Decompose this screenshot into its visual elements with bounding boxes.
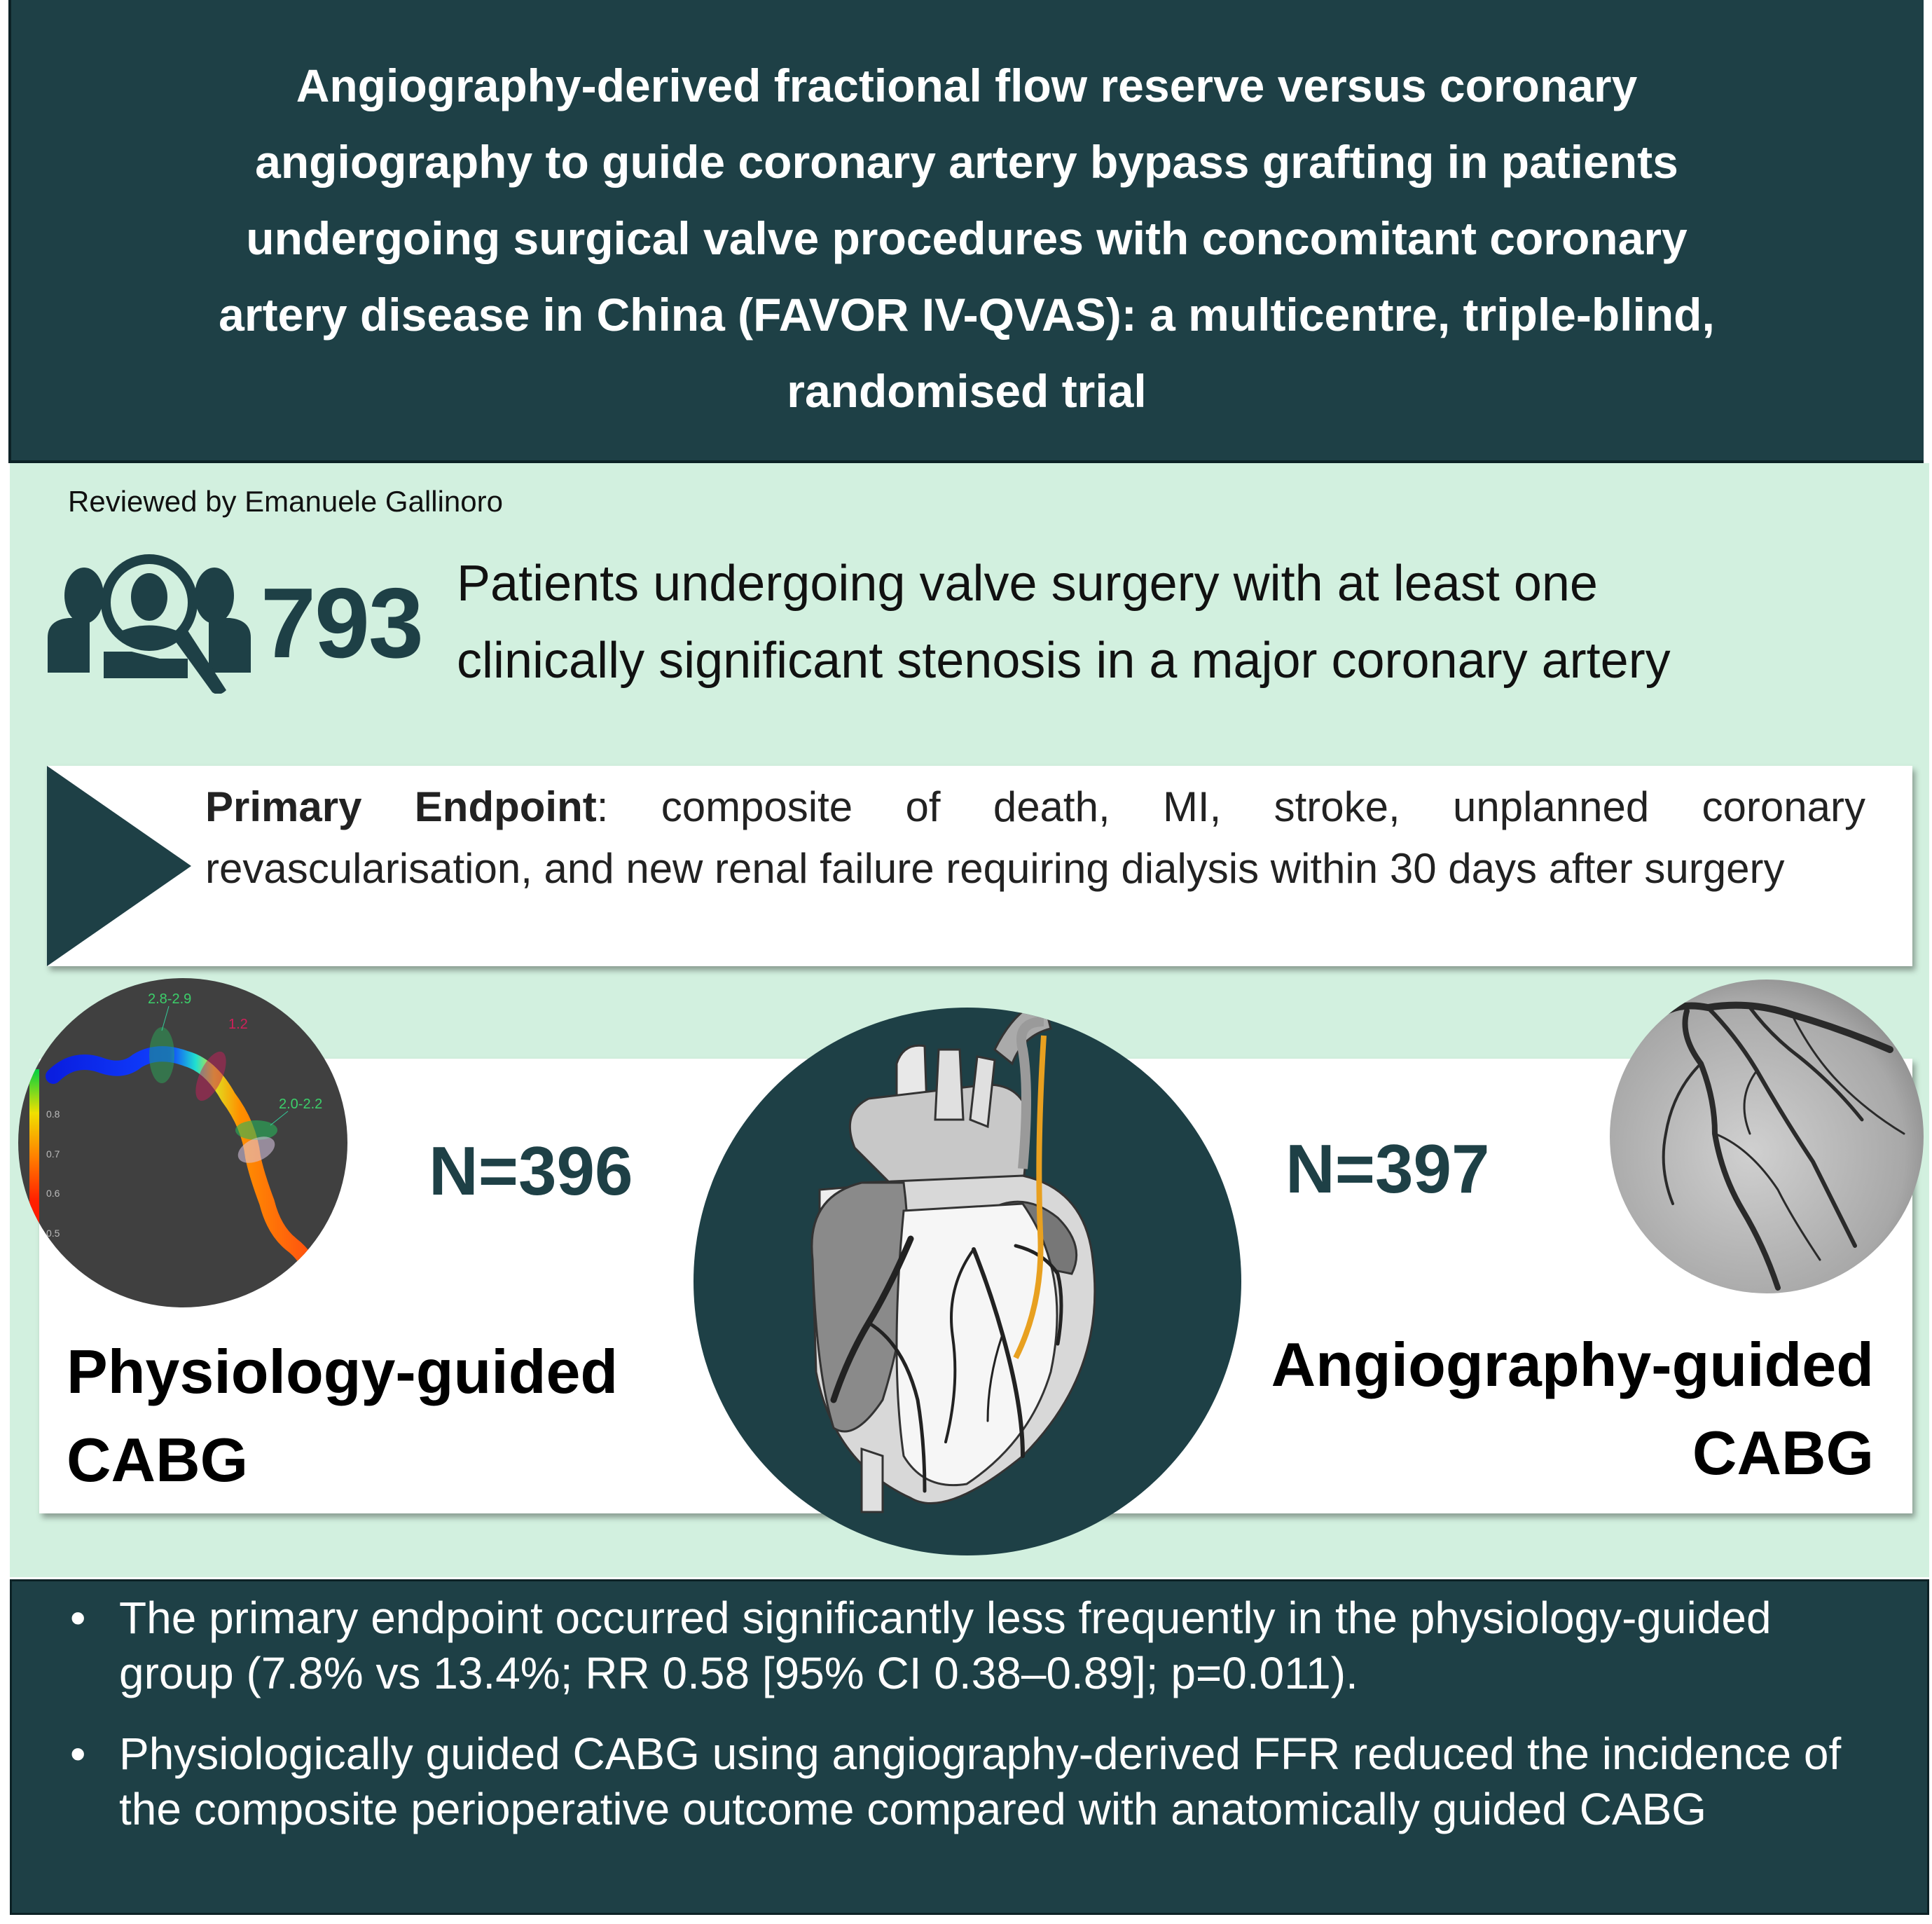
bullet-icon: • (70, 1593, 86, 1643)
primary-endpoint-text: Primary Endpoint: composite of death, MI… (205, 776, 1865, 900)
arm-label-line: Physiology-guided (67, 1337, 619, 1406)
ffr-annotation: 2.8-2.9 (148, 991, 191, 1007)
scale-tick: 0.5 (46, 1228, 60, 1239)
results-list: • The primary endpoint occurred significa… (63, 1590, 1898, 1862)
result-text: Physiologically guided CABG using angiog… (119, 1729, 1842, 1834)
page-title: Angiography-derived fractional flow rese… (28, 48, 1905, 430)
title-banner (8, 0, 1924, 463)
physiology-arm-label: Physiology-guided CABG (67, 1328, 618, 1504)
primary-endpoint-box (47, 766, 1912, 966)
scale-tick: 0.8 (46, 1108, 60, 1120)
ffr-annotation: 2.0-2.2 (279, 1097, 322, 1112)
primary-endpoint-description: : composite of death, MI, stroke, unplan… (205, 783, 1865, 892)
title-line: angiography to guide coronary artery byp… (255, 136, 1678, 188)
reviewer-credit: Reviewed by Emanuele Gallinoro (68, 485, 503, 518)
result-item: • The primary endpoint occurred significa… (63, 1590, 1898, 1701)
population-line: Patients undergoing valve surgery with a… (457, 556, 1598, 612)
ffr-annotation: 1.2 (228, 1017, 248, 1032)
play-triangle-icon (47, 766, 191, 966)
arm-label-line: CABG (67, 1425, 249, 1494)
physiology-arm-count: N=396 (429, 1132, 633, 1209)
population-description: Patients undergoing valve surgery with a… (457, 545, 1671, 699)
result-item: • Physiologically guided CABG using angio… (63, 1726, 1898, 1837)
heart-icon (810, 1008, 1096, 1513)
title-line: undergoing surgical valve procedures wit… (246, 212, 1688, 264)
graft-vessel (1013, 1035, 1047, 1359)
primary-endpoint-label: Primary Endpoint (205, 783, 597, 830)
bullet-icon: • (70, 1729, 86, 1779)
heart-illustration (694, 1008, 1241, 1555)
title-line: Angiography-derived fractional flow rese… (296, 60, 1638, 111)
angiography-arm-label: Angiography-guided CABG (1271, 1321, 1874, 1497)
arm-label-line: Angiography-guided (1271, 1330, 1874, 1399)
result-text: The primary endpoint occurred significan… (119, 1593, 1772, 1698)
people-search-icon (48, 554, 251, 694)
ffr-image: 0.9 0.8 0.7 0.6 0.5 2.8-2.9 1.2 2.0-2.2 (18, 978, 347, 1307)
patient-count: 793 (261, 568, 424, 679)
scale-tick: 0.6 (46, 1188, 60, 1199)
ffr-color-scale (29, 1069, 39, 1244)
angiography-arm-count: N=397 (1285, 1130, 1490, 1207)
results-panel (10, 1579, 1929, 1915)
title-line: artery disease in China (FAVOR IV-QVAS):… (219, 289, 1715, 341)
arm-label-line: CABG (1692, 1418, 1874, 1487)
angiogram-image (1610, 980, 1924, 1293)
title-line: randomised trial (787, 365, 1147, 417)
scale-tick: 0.7 (46, 1148, 60, 1160)
population-line: clinically significant stenosis in a maj… (457, 633, 1671, 689)
vessel-model (46, 1046, 320, 1280)
